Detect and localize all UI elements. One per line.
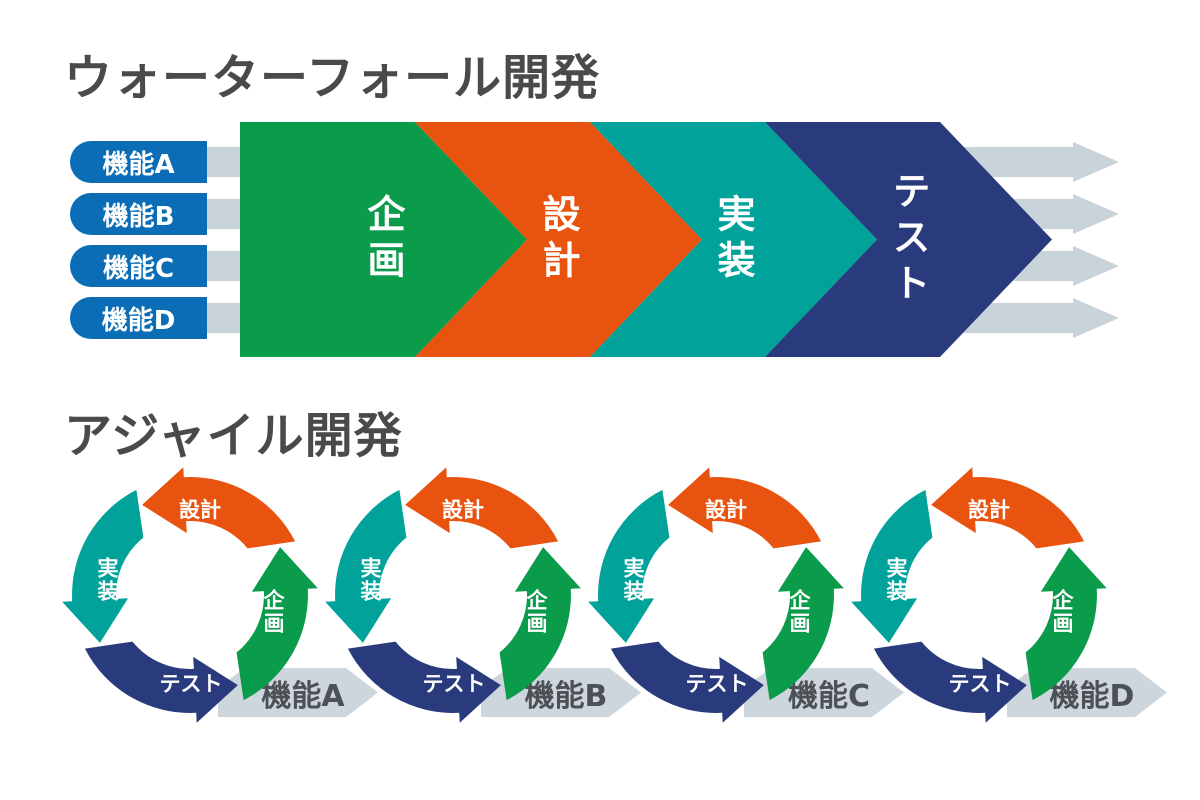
cycle-stage-label: テスト	[422, 672, 486, 696]
arc-test-icon	[347, 641, 501, 723]
agile-cycle-a: 設計 実装 テスト 企画	[55, 460, 325, 730]
cycle-arrows-icon	[325, 467, 581, 723]
feature-pill-a: 機能A	[70, 141, 207, 183]
feature-banner-label: 機能A	[261, 678, 345, 714]
agile-cycle-c: 設計 実装 テスト 企画	[581, 460, 851, 730]
cycle-stage-label: 企画	[787, 589, 811, 635]
cycle-stage-label: 企画	[1050, 589, 1074, 635]
arc-design-icon	[931, 467, 1085, 549]
feature-pill-d: 機能D	[70, 297, 207, 339]
cycle-stage-label: テスト	[948, 672, 1012, 696]
feature-banner-label: 機能D	[1049, 678, 1135, 714]
feature-pill-label: 機能A	[102, 149, 175, 180]
feature-pill-b: 機能B	[70, 193, 207, 235]
stage-chevron-label: テスト	[886, 170, 930, 309]
cycle-stage-label: 実装	[621, 557, 645, 603]
cycle-stage-label: 設計	[179, 498, 221, 522]
agile-cycle-b: 設計 実装 テスト 企画	[318, 460, 588, 730]
arc-test-icon	[84, 641, 238, 723]
arc-test-icon	[610, 641, 764, 723]
cycle-stage-label: 設計	[968, 498, 1010, 522]
flow-arrowhead-icon	[1073, 246, 1119, 286]
cycle-arrows-icon	[588, 467, 844, 723]
arc-implement-icon	[851, 489, 933, 643]
feature-banner-label: 機能C	[787, 678, 871, 714]
cycle-stage-label: 実装	[358, 557, 382, 603]
stage-chevron-label: 企画	[361, 193, 405, 286]
feature-pill-label: 機能D	[101, 305, 176, 336]
flow-arrowhead-icon	[1073, 142, 1119, 182]
arc-design-icon	[405, 467, 559, 549]
arc-design-icon	[142, 467, 296, 549]
cycle-arrows-icon	[851, 467, 1107, 723]
cycle-stage-label: 実装	[95, 557, 119, 603]
cycle-stage-label: 設計	[705, 498, 747, 522]
waterfall-title: ウォーターフォール開発	[64, 50, 601, 106]
cycle-stage-label: テスト	[159, 672, 223, 696]
arc-test-icon	[873, 641, 1027, 723]
stage-chevron-label: 設計	[536, 193, 580, 286]
feature-pill-label: 機能C	[102, 253, 175, 284]
feature-pill-c: 機能C	[70, 245, 207, 287]
agile-cycle-d: 設計 実装 テスト 企画	[844, 460, 1114, 730]
arc-plan-icon	[499, 547, 581, 701]
arc-design-icon	[668, 467, 822, 549]
feature-pill-label: 機能B	[102, 201, 175, 232]
cycle-stage-label: テスト	[685, 672, 749, 696]
cycle-stage-label: 企画	[261, 589, 285, 635]
arc-implement-icon	[588, 489, 670, 643]
arc-plan-icon	[1025, 547, 1107, 701]
arc-plan-icon	[762, 547, 844, 701]
arc-implement-icon	[325, 489, 407, 643]
arc-implement-icon	[62, 489, 144, 643]
agile-title: アジャイル開発	[64, 408, 403, 464]
cycle-stage-label: 設計	[442, 498, 484, 522]
cycle-stage-label: 実装	[884, 557, 908, 603]
flow-arrowhead-icon	[1073, 298, 1119, 338]
arc-plan-icon	[236, 547, 318, 701]
flow-arrowhead-icon	[1073, 194, 1119, 234]
cycle-arrows-icon	[62, 467, 318, 723]
stage-chevron-label: 実装	[711, 193, 755, 286]
feature-banner-label: 機能B	[524, 678, 608, 714]
cycle-stage-label: 企画	[524, 589, 548, 635]
